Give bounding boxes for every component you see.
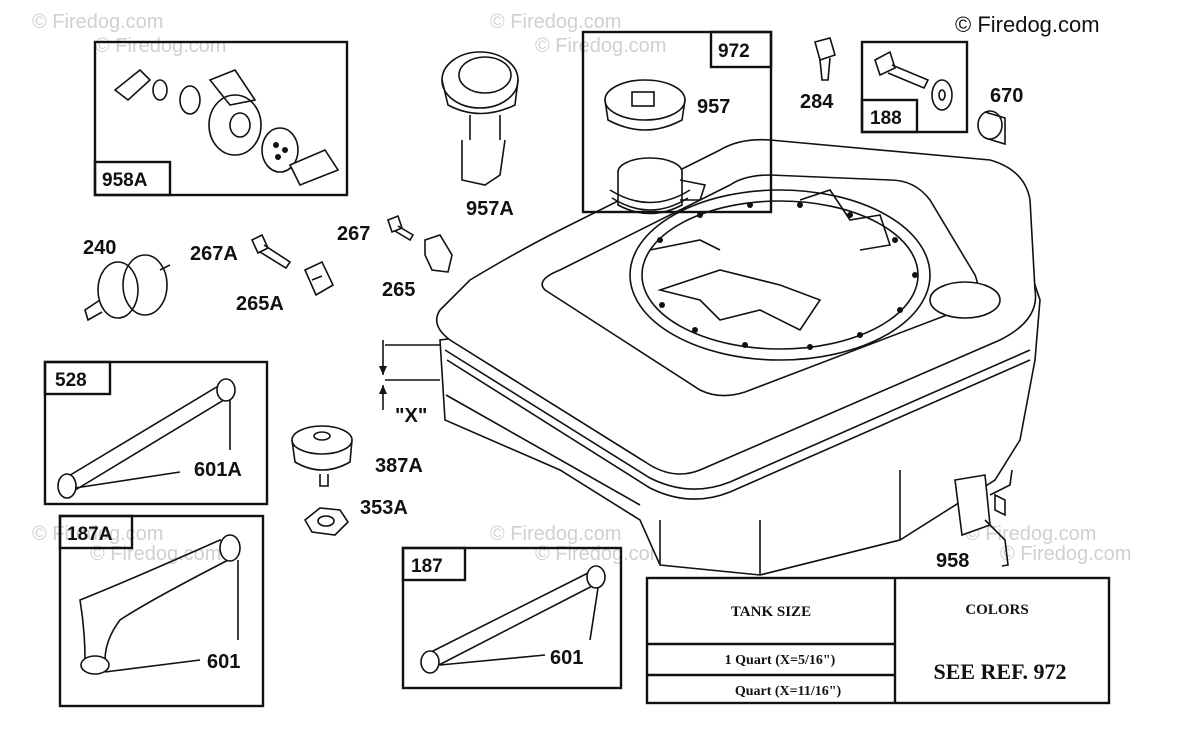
table-header-colors: COLORS: [965, 602, 1028, 618]
fuel-filter-240: 240: [83, 237, 171, 322]
box-528: 528 601A: [43, 360, 269, 506]
watermark-1: © Firedog.com: [32, 11, 163, 33]
nut-353A: 353A: [303, 497, 408, 536]
watermark-8: © Firedog.com: [535, 543, 666, 565]
watermark-4: © Firedog.com: [535, 35, 666, 57]
part-label-267A: 267A: [190, 243, 238, 265]
sleeve-670: 670: [977, 85, 1023, 146]
part-label-265: 265: [382, 279, 415, 301]
screw-267A: 267A: [190, 233, 292, 270]
part-label-601-left: 601: [207, 651, 240, 673]
fuel-cap-957A: 957A: [441, 51, 519, 220]
part-label-267: 267: [337, 223, 370, 245]
part-label-958: 958: [936, 550, 969, 572]
watermark-3: © Firedog.com: [490, 11, 621, 33]
copyright-text: © Firedog.com: [955, 12, 1100, 37]
part-label-265A: 265A: [236, 293, 284, 315]
box-187A: 187A 601: [58, 514, 265, 708]
screw-267: 267: [337, 214, 415, 245]
part-label-387A: 387A: [375, 455, 423, 477]
part-label-284: 284: [800, 91, 834, 113]
part-label-240: 240: [83, 237, 116, 259]
watermark-10: © Firedog.com: [1000, 543, 1131, 565]
part-label-187: 187: [411, 556, 443, 577]
part-label-187A: 187A: [67, 524, 113, 545]
box-972: 972 957: [581, 30, 773, 214]
box-958A: 958A: [93, 40, 349, 197]
watermark-6: © Firedog.com: [90, 543, 221, 565]
table-row-1-quart: 1 Quart (X=5/16"): [725, 653, 836, 668]
tank-size-table: TANK SIZE COLORS 1 Quart (X=5/16") Quart…: [645, 576, 1111, 705]
clamp-265: 265: [382, 234, 453, 301]
watermarks: © Firedog.com © Firedog.com © Firedog.co…: [32, 11, 1131, 565]
shutoff-valve-958: 958: [936, 469, 1013, 572]
part-label-601A: 601A: [194, 459, 242, 481]
watermark-7: © Firedog.com: [490, 523, 621, 545]
part-label-670: 670: [990, 85, 1023, 107]
table-colors-value: SEE REF. 972: [933, 659, 1066, 684]
table-row-quart: Quart (X=11/16"): [735, 684, 842, 699]
box-188: 188: [860, 40, 969, 134]
part-label-528: 528: [55, 370, 87, 391]
fuel-tank-illustration: [379, 138, 1041, 576]
box-187: 187 601: [401, 546, 623, 690]
cap-387A: 387A: [291, 425, 423, 487]
part-label-353A: 353A: [360, 497, 408, 519]
watermark-9: © Firedog.com: [965, 523, 1096, 545]
part-label-958A: 958A: [102, 170, 148, 191]
watermark-2: © Firedog.com: [95, 35, 226, 57]
part-label-957: 957: [697, 96, 730, 118]
part-label-188: 188: [870, 108, 902, 129]
part-label-957A: 957A: [466, 198, 514, 220]
clip-265A: 265A: [236, 260, 335, 315]
bolt-284: 284: [800, 37, 836, 113]
part-label-972: 972: [718, 41, 750, 62]
table-header-tank-size: TANK SIZE: [731, 604, 811, 620]
part-label-601-right: 601: [550, 647, 583, 669]
watermark-5: © Firedog.com: [32, 523, 163, 545]
dimension-x-label: "X": [395, 405, 427, 427]
